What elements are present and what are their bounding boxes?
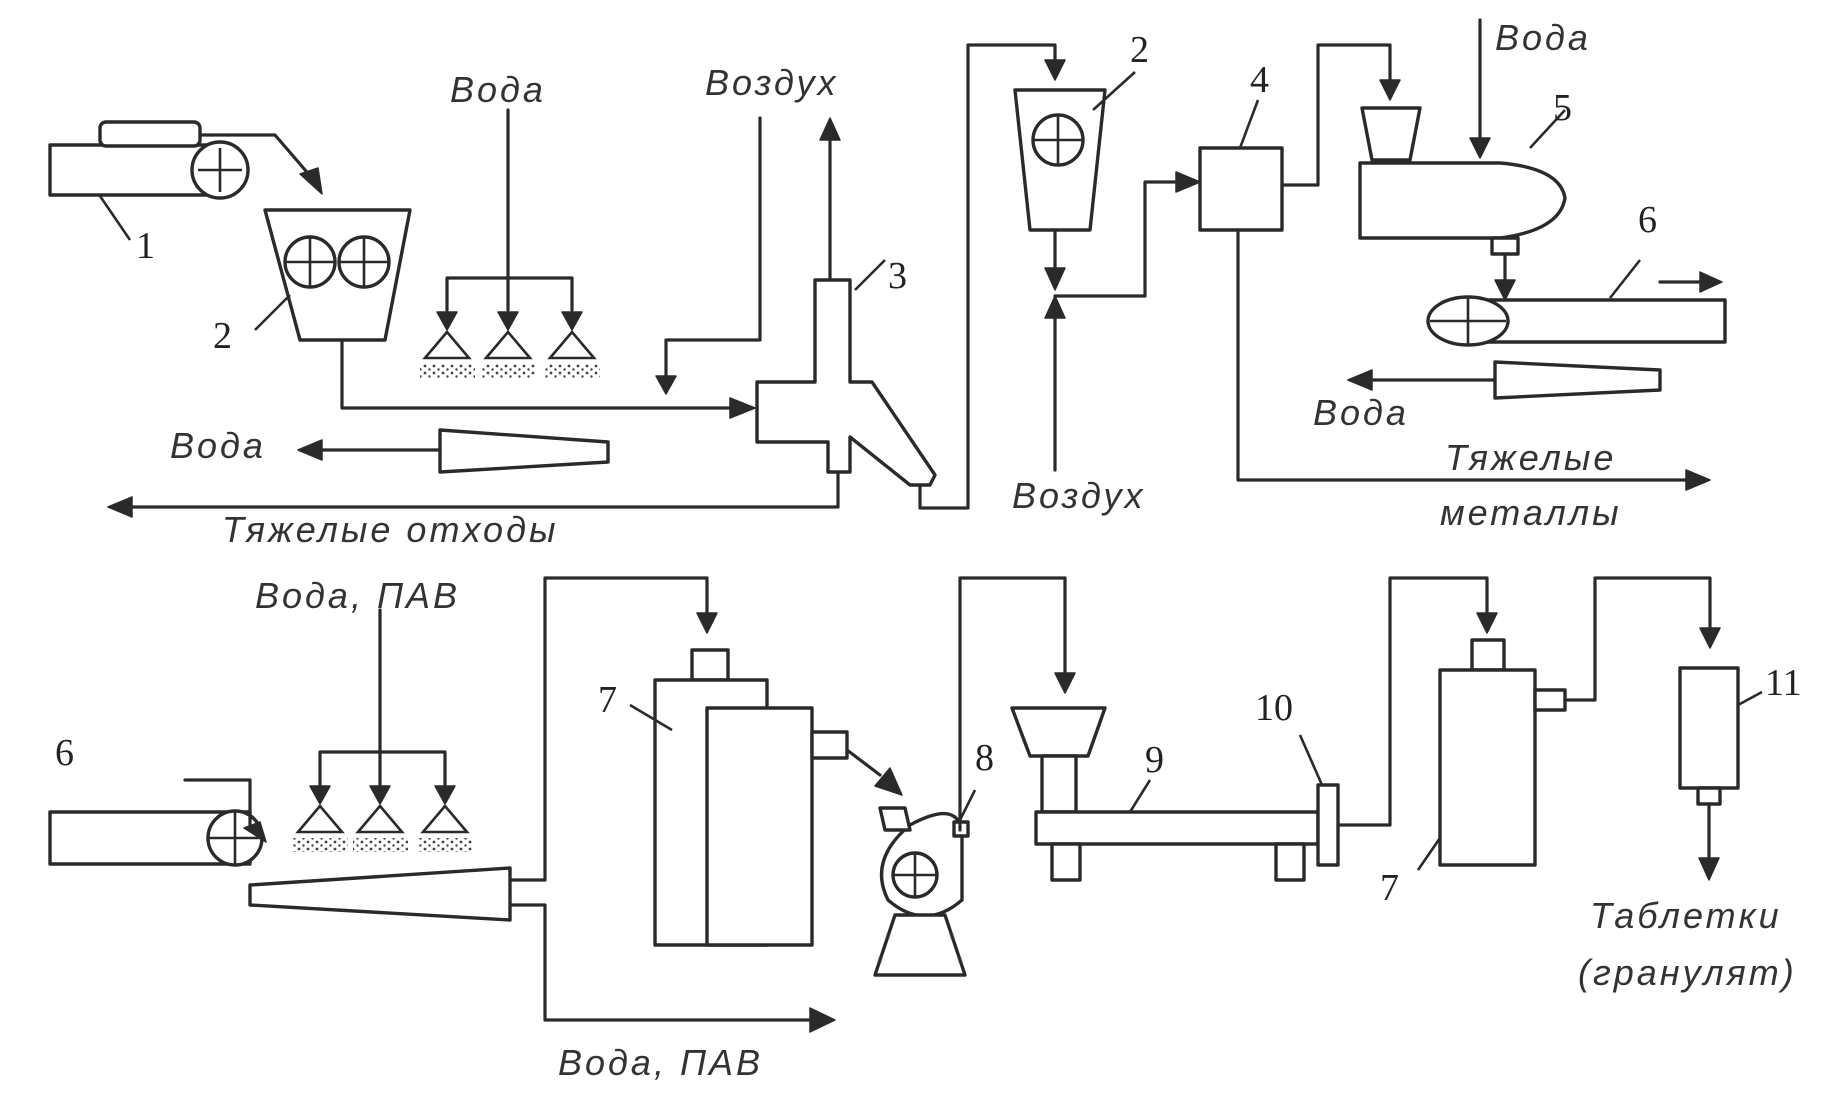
air-separator-3 [755,259,937,487]
die-head-10 [1298,734,1340,867]
water-surfactant-inlet-line [318,608,447,787]
flow-conveyor6b-to-washer [183,778,252,827]
arrowhead [1698,857,1720,881]
label-heavy-metals-1: Тяжелые [1445,437,1616,478]
dryer-7b [1416,638,1567,871]
conveyor-6b [48,809,264,867]
arrowhead [809,1007,836,1033]
flow-trough-to-dryer [508,576,709,882]
label-heavy-waste: Тяжелые отходы [222,509,558,550]
flow-extruder-to-dryer7b [1336,576,1489,827]
arrowhead [1054,672,1076,694]
label-equipment-7b: 7 [1380,867,1399,909]
flow-conveyor1-to-crusher [198,133,314,180]
flow-unit4-to-extruder [1280,43,1392,187]
flow-crusher-to-separator [340,338,740,410]
label-air-1: Воздух [705,62,838,103]
extruder-9 [1010,706,1320,882]
label-equipment-3: 3 [888,255,907,297]
flow-dryer-to-fan [845,748,882,777]
air-inlet-line-1 [664,116,762,380]
label-water-3: Вода [1495,17,1591,58]
flow-separator-to-crusher2b [918,43,1057,510]
spray-nozzles-2 [293,785,473,852]
arrowhead [1699,271,1723,293]
dryer-7a [629,648,849,947]
label-equipment-9: 9 [1145,739,1164,781]
spray-nozzles-1 [420,311,600,378]
label-equipment-8: 8 [975,737,994,779]
arrowhead [1476,612,1498,634]
heavy-waste-line [130,470,840,509]
label-equipment-2a: 2 [213,315,232,357]
label-water-surfactant-out: Вода, ПАВ [558,1042,763,1083]
label-water-surfactant-in: Вода, ПАВ [255,575,460,616]
arrowhead [1044,267,1066,291]
granulator-11 [1678,666,1763,806]
arrowhead [1685,469,1711,491]
label-equipment-7a: 7 [598,679,617,721]
washer-drum-5 [1358,106,1567,256]
label-equipment-4: 4 [1250,59,1269,101]
label-equipment-1: 1 [136,225,155,267]
label-equipment-6a: 6 [1638,199,1657,241]
arrowhead [655,375,677,395]
flow-fan-to-hopper [958,576,1067,832]
label-air-2: Воздух [1012,475,1145,516]
arrowhead [107,496,133,518]
arrowhead [1347,369,1373,391]
crusher-2b [1013,71,1136,232]
arrowhead [1175,171,1201,193]
water-inlet-line-1 [445,108,574,312]
arrowhead [1044,59,1066,81]
label-water-2: Вода [170,425,266,466]
flow-dryer7b-to-granulator [1563,576,1712,702]
heavy-metals-line [1236,228,1690,482]
arrowhead [1469,137,1491,159]
arrowhead [297,439,323,461]
label-tablets-1: Таблетки [1590,895,1782,936]
arrowhead [1379,79,1401,101]
label-equipment-10: 10 [1255,687,1293,729]
label-heavy-metals-2: металлы [1440,492,1622,533]
conveyor-1 [48,120,250,241]
arrowhead [819,117,841,141]
washing-trough [248,866,512,922]
arrowhead [696,612,718,634]
water-surfactant-outlet-line [508,903,812,1022]
arrowhead [874,767,903,796]
arrowhead [1699,627,1721,649]
conveyor-6a [1426,259,1727,347]
arrowhead [299,167,323,195]
unit-4 [1198,99,1284,232]
water-collector-2 [1493,360,1662,400]
label-equipment-11: 11 [1765,662,1802,704]
arrowhead [1494,279,1516,301]
label-water-4: Вода [1313,392,1409,433]
arrowhead [1044,295,1066,319]
arrowhead [729,397,756,419]
label-water-1: Вода [450,69,546,110]
arrowhead [243,821,267,843]
label-tablets-2: (гранулят) [1578,952,1797,993]
label-equipment-2b: 2 [1130,29,1149,71]
label-equipment-5: 5 [1553,87,1572,129]
fan-8 [873,789,977,977]
water-collector-1 [438,428,610,474]
crusher-2 [254,208,412,342]
label-equipment-6b: 6 [55,732,74,774]
flow-to-unit4 [1053,180,1182,298]
